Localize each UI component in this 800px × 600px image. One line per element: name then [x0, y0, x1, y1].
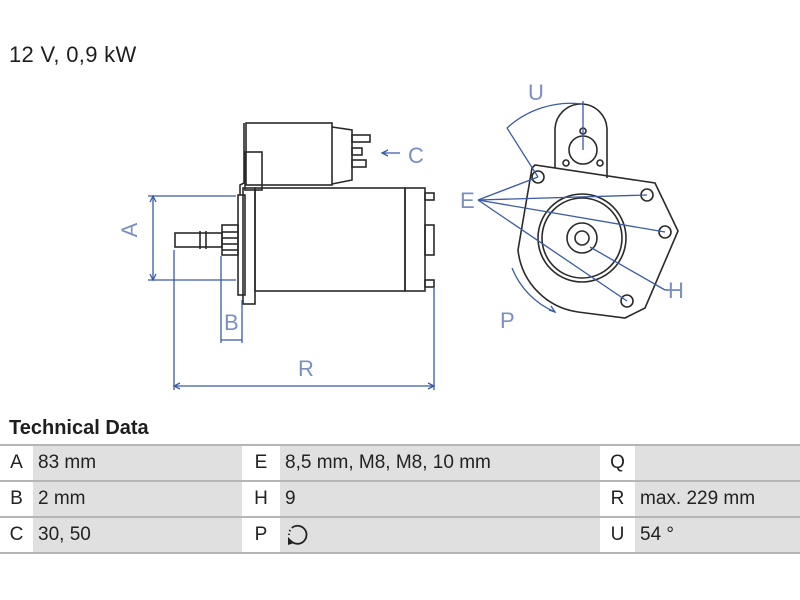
end-terminal [424, 224, 435, 256]
technical-data-title: Technical Data [9, 417, 149, 439]
label-E: E [460, 188, 475, 213]
solenoid-mount [244, 151, 263, 191]
product-headline: 12 V, 0,9 kW [9, 42, 137, 67]
side-view [174, 122, 435, 305]
label-P: P [500, 308, 515, 333]
bolt-hole-1 [531, 170, 545, 184]
spec-label: Q [600, 444, 635, 481]
table-row: A 83 mm E 8,5 mm, M8, M8, 10 mm Q [0, 444, 800, 481]
top-lug [554, 103, 608, 178]
solenoid-cap [331, 126, 353, 185]
flange-plate [237, 194, 246, 296]
front-view [517, 103, 679, 319]
label-R: R [298, 356, 314, 381]
bore-outer [537, 193, 627, 283]
spec-label: R [600, 480, 635, 517]
rotation-arc-P [511, 267, 556, 313]
solenoid-bracket [239, 123, 245, 195]
pinion-front [566, 222, 598, 254]
table-row: C 30, 50 P U 54 ° [0, 516, 800, 554]
dimension-lines-front [477, 101, 680, 314]
spec-label: H [242, 480, 280, 517]
label-A: A [117, 222, 142, 237]
spec-value: max. 229 mm [635, 480, 800, 517]
spec-value-rotation [280, 516, 600, 554]
spec-label: E [242, 444, 280, 481]
spec-label: C [0, 516, 33, 554]
solenoid-terminal-low [351, 159, 367, 168]
solenoid-terminal-mid [351, 147, 363, 156]
end-stud-bottom [424, 279, 435, 288]
drive-shaft [174, 232, 223, 248]
angle-arc-U [506, 102, 584, 129]
dimension-labels-side: A B C R [117, 143, 424, 381]
technical-drawing: A B C R U E H P [117, 80, 684, 390]
dimension-lines-side [148, 149, 436, 390]
solenoid-body [245, 122, 333, 186]
rotation-counterclockwise-icon [288, 524, 308, 545]
spec-label: A [0, 444, 33, 481]
label-C: C [408, 143, 424, 168]
dimension-labels-front: U E H P [460, 80, 684, 333]
motor-body [254, 187, 406, 292]
spec-value: 54 ° [635, 516, 800, 554]
spec-label: P [242, 516, 280, 554]
spec-value: 9 [280, 480, 600, 517]
bolt-hole-3 [658, 225, 672, 239]
spec-value: 83 mm [33, 444, 242, 481]
spec-value [635, 444, 800, 481]
label-U: U [528, 80, 544, 105]
spec-value: 8,5 mm, M8, M8, 10 mm [280, 444, 600, 481]
label-B: B [224, 310, 239, 335]
spec-value: 30, 50 [33, 516, 242, 554]
spec-value: 2 mm [33, 480, 242, 517]
technical-data-table: A 83 mm E 8,5 mm, M8, M8, 10 mm Q B 2 mm… [0, 444, 800, 554]
bolt-hole-4 [620, 294, 634, 308]
spec-label: B [0, 480, 33, 517]
flange-outline [517, 164, 679, 319]
end-stud-top [424, 192, 435, 201]
table-row: B 2 mm H 9 R max. 229 mm [0, 480, 800, 517]
spec-label: U [600, 516, 635, 554]
label-H: H [668, 278, 684, 303]
end-cap [404, 187, 426, 292]
solenoid-terminal-top [351, 134, 371, 143]
